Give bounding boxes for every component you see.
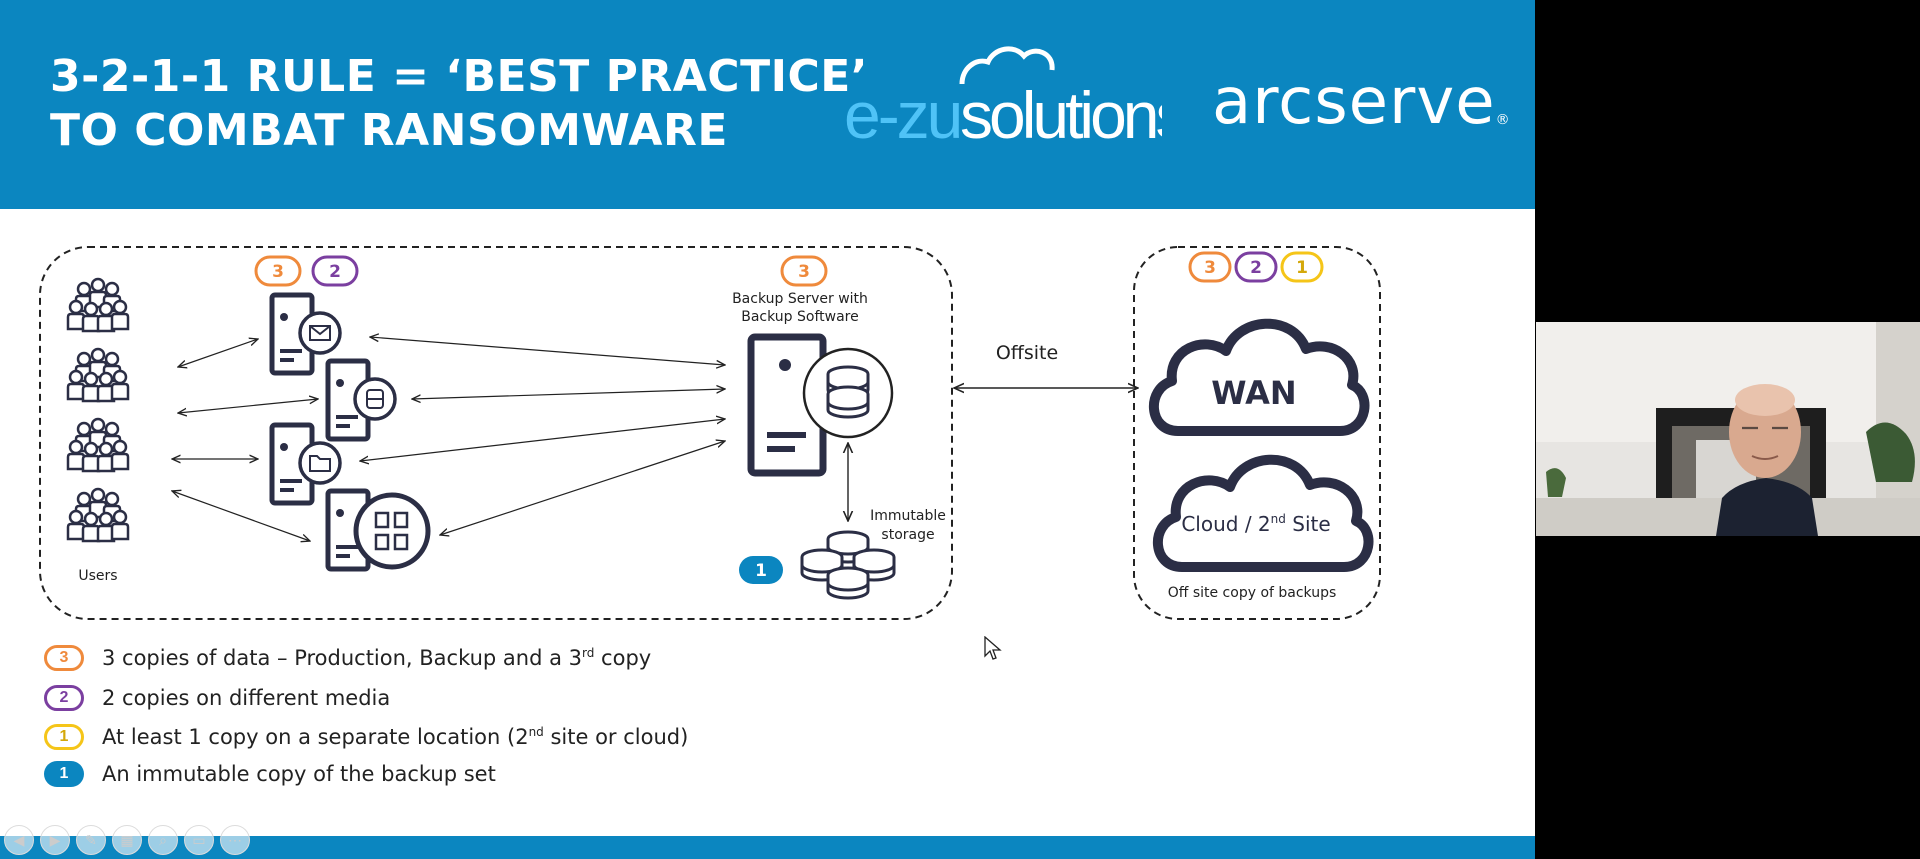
legend-text: 3 copies of data – Production, Backup an… [102, 646, 652, 670]
legend-badge-2: 2 [44, 685, 84, 711]
prev-slide-icon[interactable]: ◀ [4, 825, 34, 855]
legend-badge-1-blue: 1 [44, 761, 84, 787]
badge-1-immutable: 1 [739, 556, 783, 584]
mail-server-icon [272, 295, 342, 373]
badge-2-servers: 2 [311, 255, 359, 287]
svg-text:3: 3 [798, 262, 810, 282]
legend-text: 2 copies on different media [102, 686, 391, 710]
next-slide-icon[interactable]: ▶ [40, 825, 70, 855]
backup-server-label-1: Backup Server with [732, 291, 868, 307]
immutable-label-2: storage [881, 527, 934, 543]
slide-title: 3-2-1-1 RULE = ‘BEST PRACTICE’ TO COMBAT… [50, 50, 868, 158]
mouse-cursor-icon [984, 636, 1002, 660]
screen-icon[interactable]: ▭ [184, 825, 214, 855]
slideshow-controls: ◀ ▶ ✎ ▦ ⌕ ▭ ⋯ [4, 825, 256, 855]
offsite-boundary [1133, 246, 1381, 620]
offsite-badges: 3 2 1 [1188, 251, 1324, 283]
slide-footer-bar [0, 836, 1535, 859]
arcserve-logo: arcserve® [1212, 65, 1511, 139]
svg-text:Cloud / 2nd Site: Cloud / 2nd Site [1181, 512, 1330, 536]
svg-text:2: 2 [1250, 258, 1262, 278]
svg-text:solutions: solutions [960, 78, 1162, 150]
backup-diagram: Users 3 2 [39, 246, 1381, 620]
server-backup-arrows [360, 337, 725, 535]
badge-3-backup: 3 [780, 255, 828, 287]
presentation-slide: 3-2-1-1 RULE = ‘BEST PRACTICE’ TO COMBAT… [0, 0, 1535, 859]
users-label: Users [78, 568, 117, 584]
svg-text:3: 3 [1204, 258, 1216, 278]
legend-item-immutable-copy: 1 An immutable copy of the backup set [44, 758, 496, 790]
app-server-icon [328, 491, 431, 569]
title-line-2: TO COMBAT RANSOMWARE [50, 105, 728, 156]
user-server-arrows [172, 339, 318, 541]
legend-badge-1-yellow: 1 [44, 724, 84, 750]
svg-text:WAN: WAN [1211, 374, 1296, 412]
svg-text:1: 1 [755, 561, 767, 581]
legend-item-separate-location: 1 At least 1 copy on a separate location… [44, 721, 688, 753]
svg-text:e-zu: e-zu [844, 78, 960, 150]
more-options-icon[interactable]: ⋯ [220, 825, 250, 855]
immutable-label-1: Immutable [870, 508, 946, 524]
backup-server-icon [747, 333, 894, 477]
legend-badge-3: 3 [44, 645, 84, 671]
legend-item-three-copies: 3 3 copies of data – Production, Backup … [44, 642, 651, 674]
slides-grid-icon[interactable]: ▦ [112, 825, 142, 855]
pen-icon[interactable]: ✎ [76, 825, 106, 855]
users-group-icon [68, 279, 128, 541]
cloud-second-site-icon: Cloud / 2nd Site [1153, 454, 1374, 572]
database-server-icon [328, 361, 397, 439]
backup-server-label-2: Backup Software [741, 309, 858, 325]
svg-text:1: 1 [1296, 258, 1308, 278]
file-server-icon [272, 425, 342, 503]
webcam-video-feed[interactable] [1536, 322, 1920, 536]
wan-cloud-icon: WAN [1149, 318, 1370, 436]
slide-header: 3-2-1-1 RULE = ‘BEST PRACTICE’ TO COMBAT… [0, 0, 1535, 209]
offsite-copy-label: Off site copy of backups [1168, 585, 1337, 601]
legend-text: An immutable copy of the backup set [102, 762, 496, 786]
badge-3-servers: 3 [254, 255, 302, 287]
svg-text:3: 3 [272, 262, 284, 282]
immutable-storage-icon [800, 530, 896, 600]
ezu-solutions-logo: e-zu solutions [844, 46, 1162, 150]
zoom-icon[interactable]: ⌕ [148, 825, 178, 855]
title-line-1: 3-2-1-1 RULE = ‘BEST PRACTICE’ [50, 51, 869, 102]
legend-text: At least 1 copy on a separate location (… [102, 725, 689, 749]
onsite-boundary [39, 246, 953, 620]
svg-text:2: 2 [329, 262, 341, 282]
offsite-label: Offsite [996, 342, 1058, 364]
header-background [0, 0, 1535, 209]
legend-item-two-media: 2 2 copies on different media [44, 682, 390, 714]
presenter-video [1536, 322, 1920, 536]
